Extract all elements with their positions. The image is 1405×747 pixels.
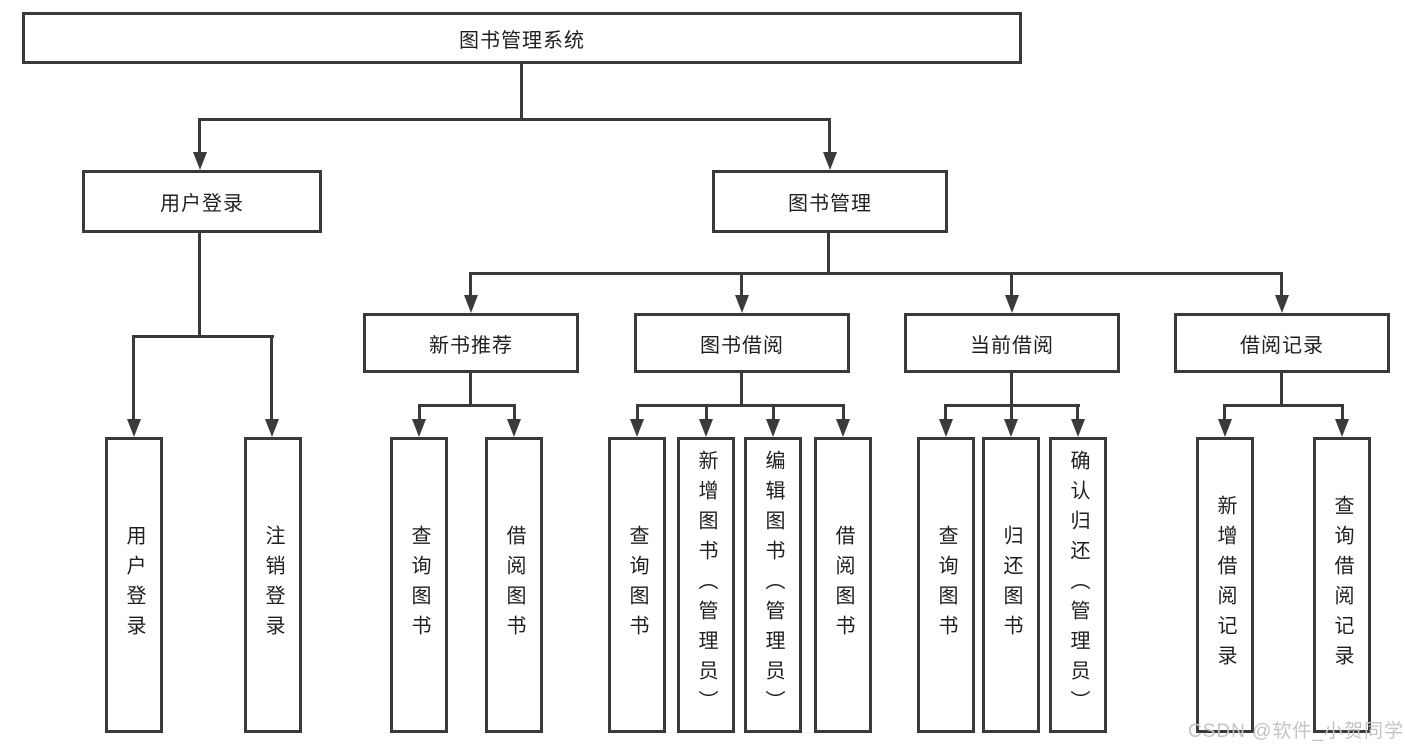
arrowhead-down [823, 152, 837, 170]
arrowhead-down [193, 152, 207, 170]
leaf-label: 新增借阅记录 [1214, 495, 1236, 675]
connector-line [418, 404, 421, 421]
arrowhead-down [735, 295, 749, 313]
leaf-confirm-return-admin: 确认归还（管理员） [1049, 437, 1107, 733]
arrowhead-down [464, 295, 478, 313]
connector-line [198, 118, 831, 121]
connector-line [1280, 272, 1283, 298]
leaf-query-books: 查询图书 [390, 437, 448, 733]
node-user-login: 用户登录 [82, 170, 322, 233]
arrowhead-down [766, 419, 780, 437]
node-book-management: 图书管理 [712, 170, 948, 233]
connector-line [1010, 272, 1013, 298]
arrowhead-down [265, 419, 279, 437]
connector-line [520, 63, 523, 121]
leaf-borrow-books: 借阅图书 [814, 437, 872, 733]
connector-line [469, 373, 472, 407]
connector-line [1076, 404, 1079, 421]
connector-line [132, 335, 135, 421]
connector-line [1341, 404, 1344, 421]
node-book-borrowing: 图书借阅 [634, 313, 850, 373]
leaf-label: 查询图书 [935, 525, 957, 645]
arrowhead-down [1275, 295, 1289, 313]
connector-line [469, 272, 1283, 275]
connector-line [636, 404, 845, 407]
node-label: 图书借阅 [700, 334, 784, 357]
connector-line [842, 404, 845, 421]
leaf-label: 用户登录 [123, 525, 145, 645]
connector-line [828, 118, 831, 154]
leaf-add-books-admin: 新增图书（管理员） [677, 437, 735, 733]
connector-line [418, 404, 516, 407]
leaf-return-books: 归还图书 [982, 437, 1040, 733]
arrowhead-down [507, 419, 521, 437]
leaf-label: 查询图书 [408, 525, 430, 645]
arrowhead-down [127, 419, 141, 437]
watermark: CSDN @软件_小贺同学 [1188, 721, 1404, 742]
connector-line [705, 404, 708, 421]
arrowhead-down [1335, 419, 1349, 437]
leaf-label: 确认归还（管理员） [1067, 450, 1089, 720]
node-library-system: 图书管理系统 [22, 12, 1022, 64]
connector-line [1010, 373, 1013, 407]
connector-line [133, 335, 274, 338]
connector-line [513, 404, 516, 421]
leaf-query-books: 查询图书 [917, 437, 975, 733]
node-new-books: 新书推荐 [363, 313, 579, 373]
arrowhead-down [1005, 295, 1019, 313]
node-label: 图书管理系统 [459, 29, 585, 52]
arrowhead-down [630, 419, 644, 437]
leaf-query-books: 查询图书 [608, 437, 666, 733]
connector-line [944, 404, 947, 421]
arrowhead-down [939, 419, 953, 437]
leaf-label: 归还图书 [1000, 525, 1022, 645]
arrowhead-down [1071, 419, 1085, 437]
leaf-edit-books-admin: 编辑图书（管理员） [744, 437, 802, 733]
connector-line [1280, 373, 1283, 407]
leaf-label: 借阅图书 [832, 525, 854, 645]
node-label: 用户登录 [160, 193, 244, 215]
node-label: 当前借阅 [970, 334, 1054, 357]
node-borrowing-records: 借阅记录 [1174, 313, 1390, 373]
arrowhead-down [836, 419, 850, 437]
leaf-user-login: 用户登录 [105, 437, 163, 733]
connector-line [636, 404, 639, 421]
node-label: 借阅记录 [1240, 334, 1324, 357]
leaf-label: 借阅图书 [503, 525, 525, 645]
leaf-label: 注销登录 [262, 525, 284, 645]
connector-line [469, 272, 472, 298]
connector-line [740, 272, 743, 298]
connector-line [198, 118, 201, 154]
leaf-label: 查询借阅记录 [1331, 495, 1353, 675]
connector-line [740, 373, 743, 407]
leaf-label: 新增图书（管理员） [695, 450, 717, 720]
leaf-query-borrow-record: 查询借阅记录 [1313, 437, 1371, 733]
node-current-borrowing: 当前借阅 [904, 313, 1120, 373]
node-label: 新书推荐 [429, 334, 513, 357]
arrowhead-down [699, 419, 713, 437]
connector-line [772, 404, 775, 421]
connector-line [270, 335, 273, 421]
arrowhead-down [1004, 419, 1018, 437]
leaf-label: 查询图书 [626, 525, 648, 645]
connector-line [1223, 404, 1344, 407]
arrowhead-down [1218, 419, 1232, 437]
node-label: 图书管理 [788, 193, 872, 215]
leaf-add-borrow-record: 新增借阅记录 [1196, 437, 1254, 733]
leaf-logout: 注销登录 [244, 437, 302, 733]
connector-line [827, 232, 830, 275]
leaf-label: 编辑图书（管理员） [762, 450, 784, 720]
arrowhead-down [412, 419, 426, 437]
connector-line [198, 232, 201, 338]
connector-line [1223, 404, 1226, 421]
leaf-borrow-books: 借阅图书 [485, 437, 543, 733]
connector-line [1010, 404, 1013, 421]
